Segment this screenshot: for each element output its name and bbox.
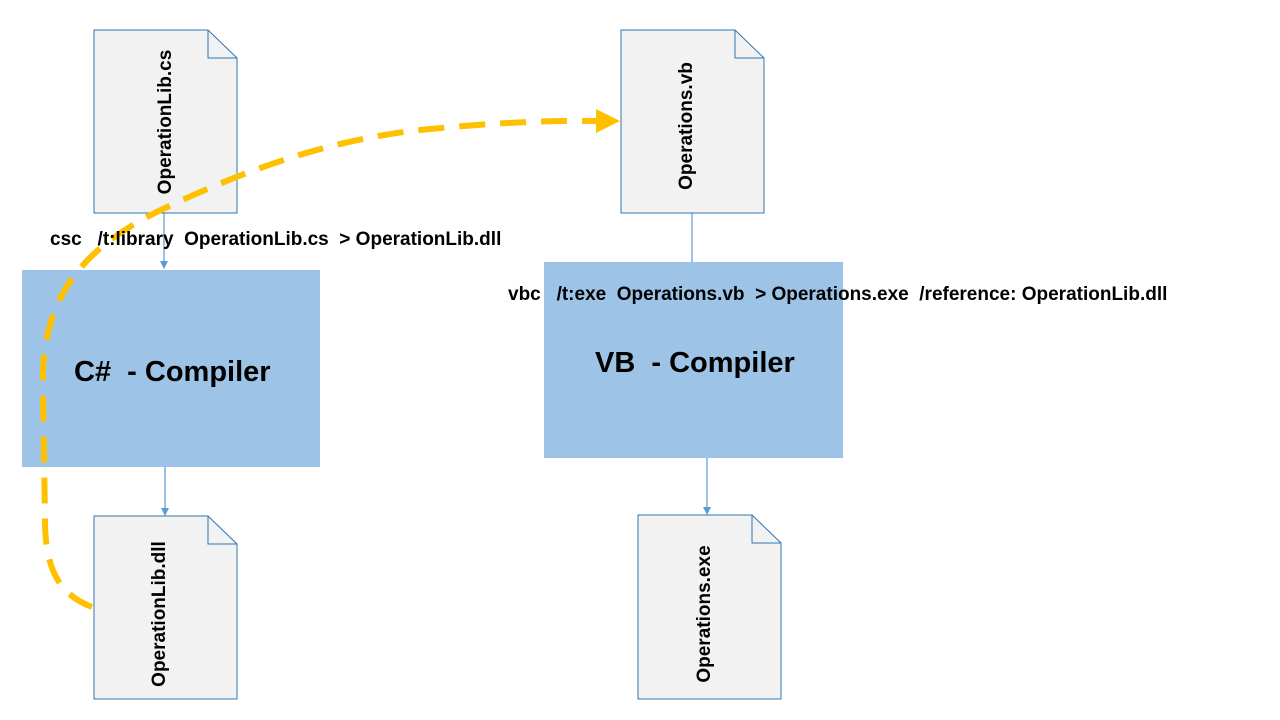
csc-command: csc /t:library OperationLib.cs > Operati… xyxy=(50,229,502,250)
vb-compiler-label: VB - Compiler xyxy=(595,347,795,379)
label-operationlib-dll: OperationLib.dll xyxy=(149,541,170,687)
document-operations-vb xyxy=(620,29,765,214)
csharp-compiler-label: C# - Compiler xyxy=(74,356,271,388)
document-operationlib-dll xyxy=(93,515,238,700)
label-operationlib-cs: OperationLib.cs xyxy=(155,50,176,195)
vb-compiler-box: VB - Compiler xyxy=(544,262,843,458)
document-operations-exe xyxy=(637,514,782,700)
csharp-compiler-box: C# - Compiler xyxy=(22,270,320,467)
reference-arrow-head xyxy=(596,109,620,133)
label-operations-exe: Operations.exe xyxy=(694,545,715,682)
document-operationlib-cs xyxy=(93,29,238,214)
vbc-command: vbc /t:exe Operations.vb > Operations.ex… xyxy=(508,284,1168,305)
label-operations-vb: Operations.vb xyxy=(676,62,697,190)
reference-arrow-path xyxy=(39,117,599,610)
